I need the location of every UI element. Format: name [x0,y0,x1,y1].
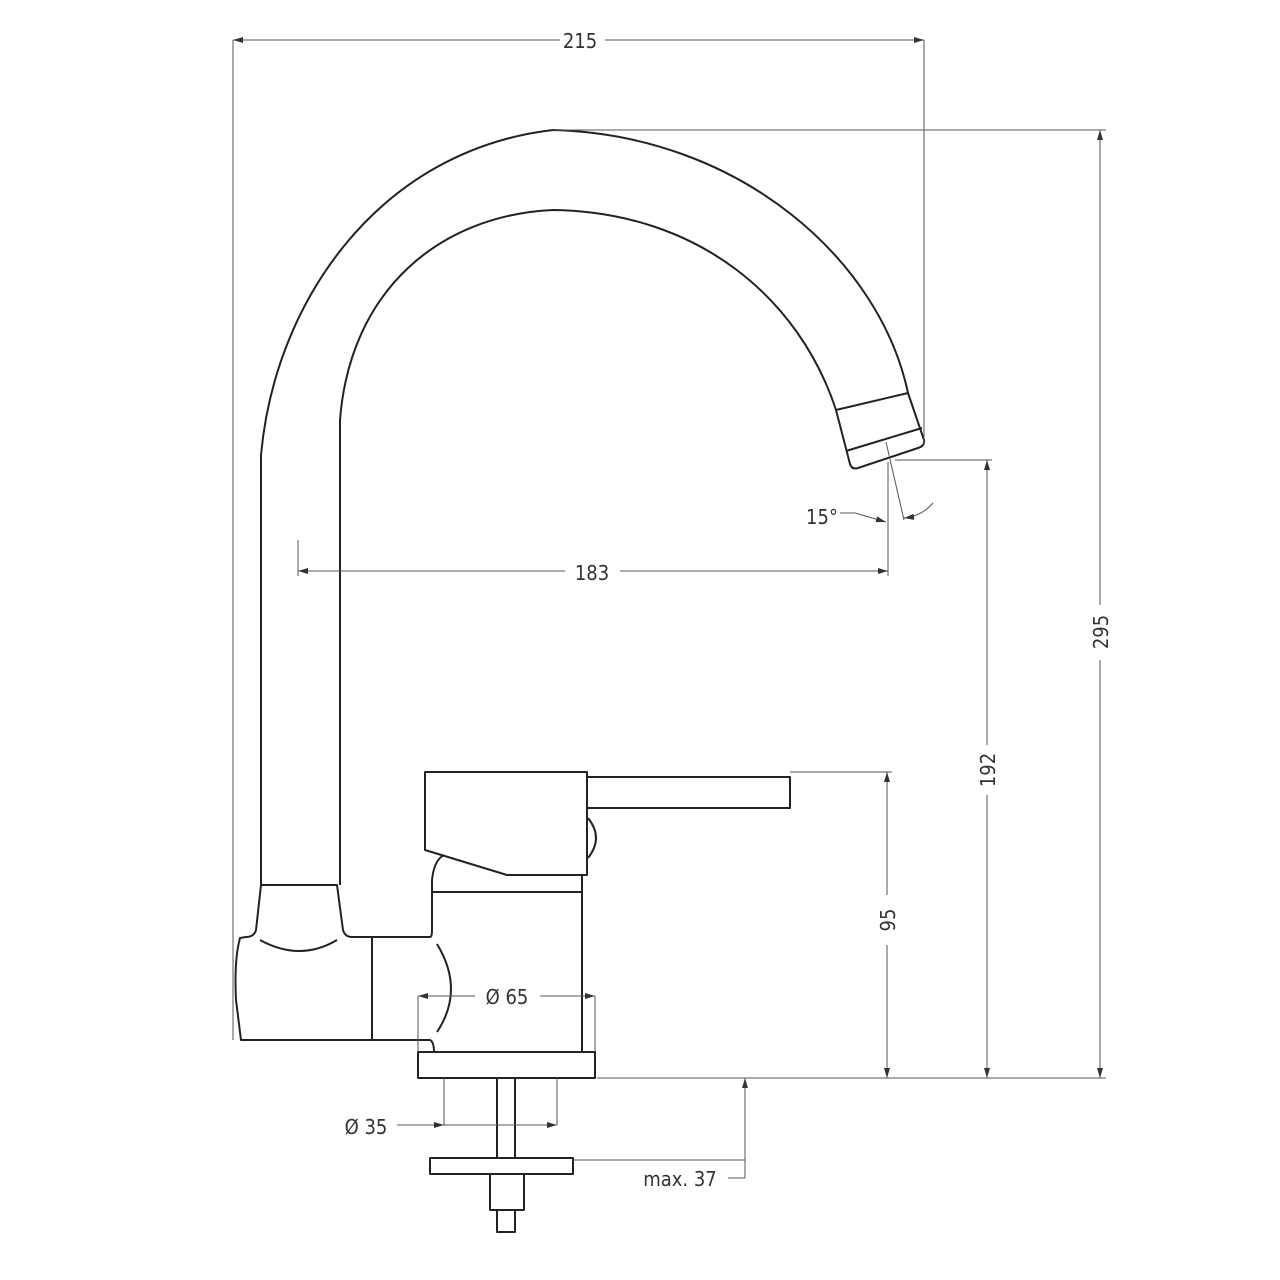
dim-outlet-height: 192 [976,753,1000,787]
dimension-lines [232,37,1106,1179]
cartridge-knob [587,817,597,859]
swivel-arc-left [259,939,338,952]
dim-body-height: 95 [876,909,900,932]
body [431,876,583,1052]
spout-tip [835,392,926,470]
lever-block [424,771,588,876]
faucet-outline [234,129,926,1233]
swivel-collar [234,854,445,1053]
rod-end [496,1209,516,1233]
washer [429,1157,574,1175]
spout-outer [260,129,909,885]
dim-overall-height: 295 [1089,615,1113,649]
dim-overall-width: 215 [563,29,597,53]
spout-inner [339,209,837,885]
dim-max-countertop: max. 37 [643,1167,717,1191]
threaded-rod [496,1077,516,1159]
dim-spout-angle: 15° [806,505,838,529]
dimension-labels: 215 183 295 192 95 Ø 65 Ø 35 max. 37 15° [345,29,1113,1191]
swivel-arc-right [436,943,452,1033]
base-plate [417,1051,596,1079]
dim-hole-diameter: Ø 35 [345,1115,388,1139]
lever-arm [587,776,791,809]
dim-base-diameter: Ø 65 [486,985,529,1009]
dim-spout-reach: 183 [575,561,609,585]
nut [489,1173,525,1211]
